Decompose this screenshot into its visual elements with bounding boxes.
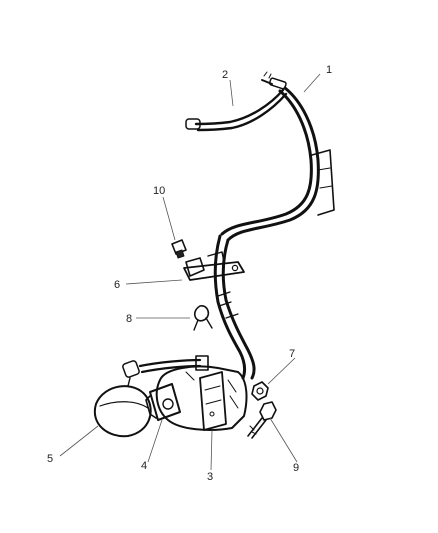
hose-assembly [122, 71, 335, 380]
callout-labels: 1 2 3 4 5 6 7 8 9 10 [47, 64, 332, 483]
callout-7: 7 [289, 348, 295, 360]
callout-4: 4 [141, 460, 147, 472]
callout-8: 8 [126, 313, 132, 325]
washer-pump-assembly [145, 365, 248, 431]
hex-nut [251, 381, 269, 401]
leader-lines [59, 73, 321, 471]
callout-6: 6 [114, 279, 120, 291]
reservoir-cap [93, 377, 152, 438]
hose-connector-1 [261, 71, 287, 90]
hose-clip [193, 305, 213, 331]
callout-1: 1 [326, 64, 332, 76]
callout-2: 2 [222, 69, 228, 81]
push-pin-fastener [171, 239, 187, 259]
mounting-bracket [183, 251, 245, 281]
callout-5: 5 [47, 453, 53, 465]
callout-3: 3 [207, 471, 213, 483]
callout-10: 10 [153, 185, 165, 197]
callout-9: 9 [293, 462, 299, 474]
hex-bolt [247, 401, 277, 439]
